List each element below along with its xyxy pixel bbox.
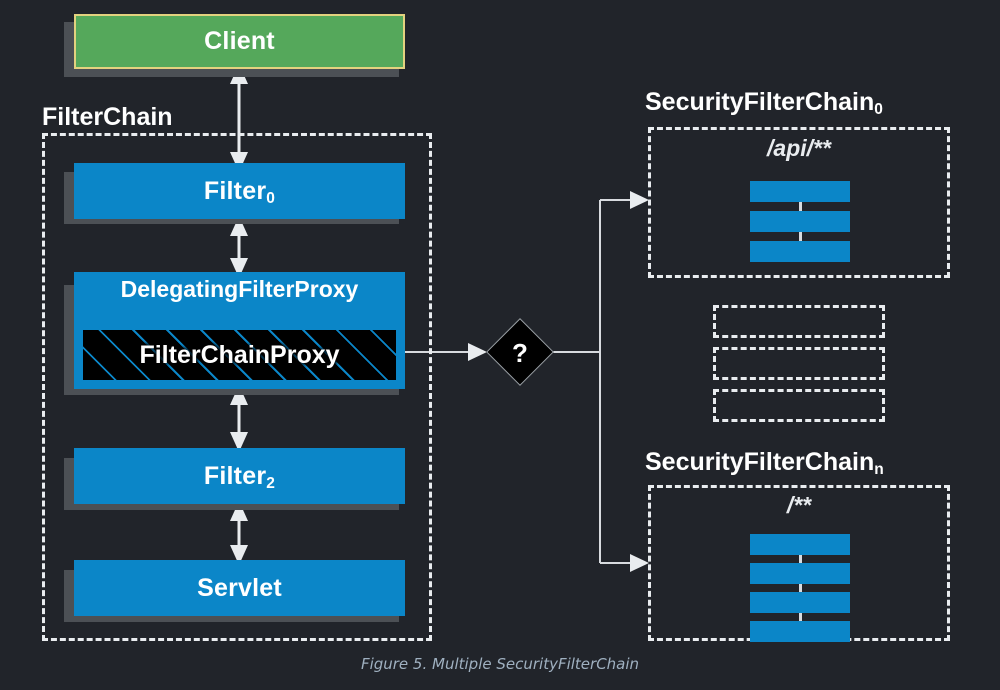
security-filter-chain-n-label: SecurityFilterChainn [645, 448, 884, 479]
sfc0-connector [799, 202, 802, 211]
client-box[interactable]: Client [74, 14, 405, 69]
security-filter-chain-n-subscript: n [874, 461, 884, 479]
servlet-label: Servlet [197, 573, 282, 602]
sfcn-connector [799, 584, 802, 592]
security-filter-chain-n-pattern: /** [786, 492, 812, 518]
filter-2-subscript: 2 [266, 474, 276, 492]
sfcn-filter-bar[interactable] [750, 592, 850, 613]
filter-0-subscript: 0 [266, 189, 276, 207]
security-filter-chain-0-container [648, 127, 950, 278]
security-filter-chain-0-subscript: 0 [874, 101, 883, 119]
filter-2-label: Filter2 [203, 461, 276, 492]
filterchain-group-label: FilterChain [42, 103, 173, 131]
security-filter-chain-0-label: SecurityFilterChain0 [645, 88, 883, 119]
placeholder-chain-box [713, 305, 885, 338]
figure-caption: Figure 5. Multiple SecurityFilterChain [360, 655, 640, 673]
decision-diamond-label: ? [512, 338, 528, 368]
filter-0-label: Filter0 [203, 176, 276, 207]
servlet-box[interactable]: Servlet [74, 560, 405, 616]
filter-chain-proxy-box[interactable]: FilterChainProxy [82, 329, 397, 381]
placeholder-chain-box [713, 389, 885, 422]
sfcn-filter-bar[interactable] [750, 621, 850, 642]
filter-chain-proxy-label: FilterChainProxy [139, 340, 340, 369]
sfcn-connector [799, 555, 802, 563]
delegating-filter-proxy-label: DelegatingFilterProxy [120, 276, 359, 302]
sfc0-filter-bar[interactable] [750, 211, 850, 232]
security-filter-chain-0-pattern: /api/** [767, 135, 831, 161]
sfcn-filter-bar[interactable] [750, 563, 850, 584]
filterchain-container [42, 133, 432, 641]
sfc0-connector [799, 232, 802, 241]
sfcn-filter-bar[interactable] [750, 534, 850, 555]
sfcn-connector [799, 613, 802, 621]
delegating-filter-proxy-box[interactable]: DelegatingFilterProxy FilterChainProxy [74, 272, 405, 389]
filter-2-box[interactable]: Filter2 [74, 448, 405, 504]
client-label: Client [204, 27, 275, 55]
sfc0-filter-bar[interactable] [750, 241, 850, 262]
placeholder-chain-box [713, 347, 885, 380]
filter-0-box[interactable]: Filter0 [74, 163, 405, 219]
sfc0-filter-bar[interactable] [750, 181, 850, 202]
